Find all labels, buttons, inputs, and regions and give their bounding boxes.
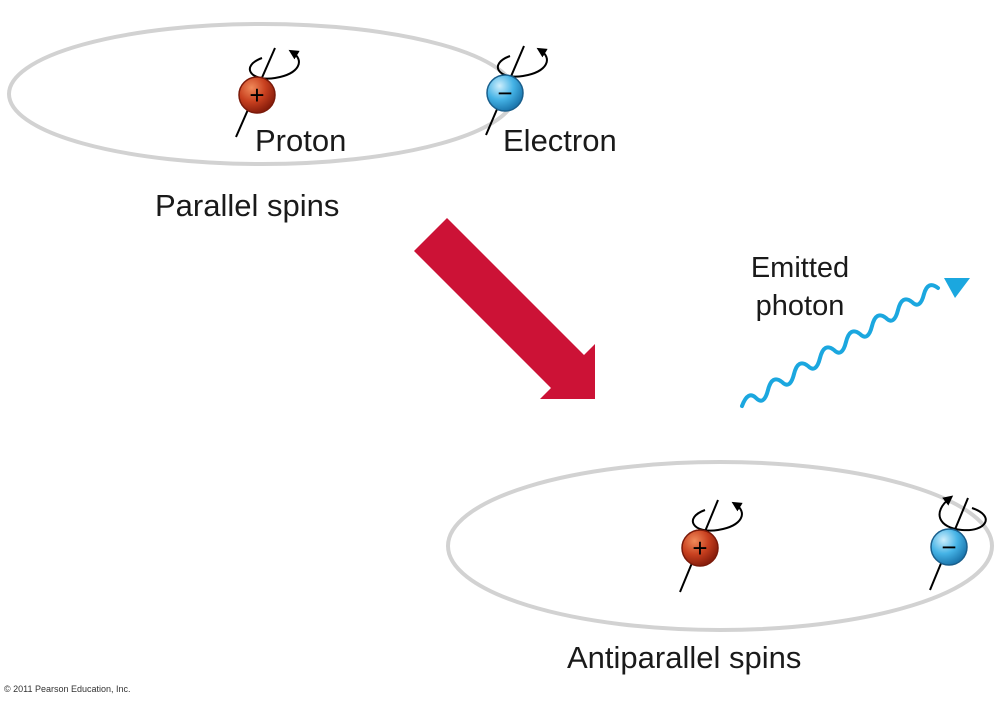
- spin-arrow-icon: [692, 501, 743, 532]
- bottom-electron: −: [929, 495, 987, 591]
- electron-icon: [930, 528, 968, 566]
- proton-sign: +: [692, 533, 707, 563]
- electron-sign: −: [497, 78, 512, 108]
- spin-arrow-icon: [938, 495, 987, 532]
- copyright-notice: © 2011 Pearson Education, Inc.: [4, 684, 131, 694]
- spin-arrow-icon: [249, 49, 300, 80]
- top-electron: −: [485, 45, 548, 136]
- bottom-orbit: [446, 460, 994, 632]
- proton-label: Proton: [255, 123, 347, 158]
- parallel-spins-caption: Parallel spins: [155, 188, 340, 223]
- proton-icon: [681, 529, 719, 567]
- electron-sign: −: [941, 532, 956, 562]
- top-proton: +: [235, 47, 300, 138]
- bottom-proton: +: [679, 499, 743, 593]
- emitted-photon-line1: Emitted: [750, 252, 850, 284]
- electron-label: Electron: [503, 123, 617, 158]
- spin-arrow-icon: [497, 47, 548, 78]
- antiparallel-spins-caption: Antiparallel spins: [567, 640, 802, 675]
- photon-wave-icon: [740, 278, 970, 408]
- proton-sign: +: [249, 80, 264, 110]
- emitted-photon-label: Emitted photon: [725, 249, 875, 325]
- proton-icon: [238, 76, 276, 114]
- transition-arrow-shaft: [418, 225, 575, 382]
- electron-icon: [486, 74, 524, 112]
- emitted-photon-line2: photon: [755, 290, 845, 322]
